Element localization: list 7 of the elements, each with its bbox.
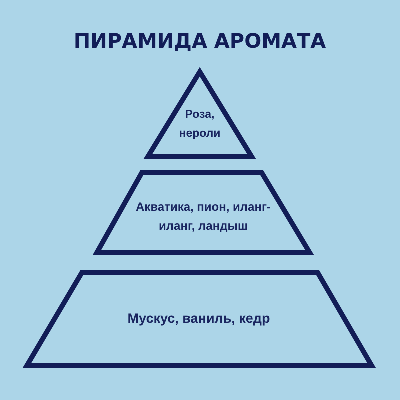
- pyramid-base-trapezoid: [21, 268, 378, 371]
- tier-label: Роза, нероли: [178, 108, 222, 142]
- pyramid-tier-trapezoid: [92, 168, 315, 256]
- tier-label: Акватика, пион, иланг-иланг, ландыш: [135, 199, 272, 235]
- tier-label: Мускус, ваниль, кедр: [126, 310, 272, 328]
- title: ПИРАМИДА АРОМАТА: [74, 28, 326, 54]
- pyramid-apex-triangle: [142, 66, 258, 160]
